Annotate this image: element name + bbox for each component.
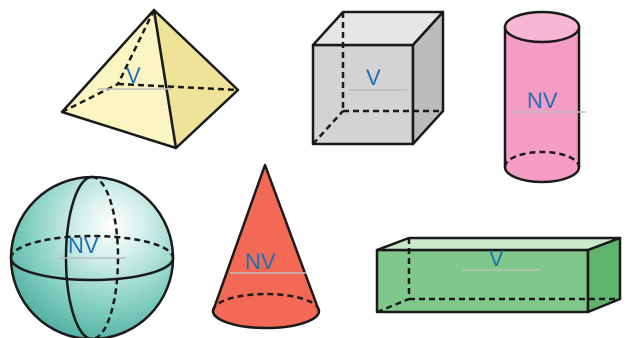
pyramid-right-face [152, 8, 240, 150]
sphere-back-meridian [91, 175, 120, 338]
prism-figure: V [375, 236, 622, 314]
sphere-figure: NV [9, 175, 175, 338]
cylinder-body [503, 25, 581, 184]
cylinder-top [503, 10, 581, 44]
cone-figure: NV [211, 163, 321, 330]
pyramid-label: V [126, 63, 141, 88]
pyramid-hidden-edge [116, 9, 156, 85]
pyramid-hidden-base-edge [117, 82, 239, 92]
sphere-back-equator [9, 234, 175, 259]
cylinder-label: NV [527, 88, 558, 113]
cone-label: NV [245, 249, 276, 274]
sphere-label: NV [68, 233, 99, 258]
cube-label: V [366, 65, 381, 90]
cube-figure: V [311, 10, 445, 146]
prism-hidden-edge [376, 297, 410, 314]
cube-hidden-edge [312, 110, 344, 145]
cone-body [211, 163, 321, 330]
pyramid-figure: V [60, 8, 240, 150]
cylinder-figure: NV [503, 10, 586, 184]
cylinder-hidden-base [503, 150, 581, 168]
prism-label: V [489, 246, 504, 271]
prism-right-face [586, 236, 622, 314]
sphere-front-equator [9, 257, 175, 282]
